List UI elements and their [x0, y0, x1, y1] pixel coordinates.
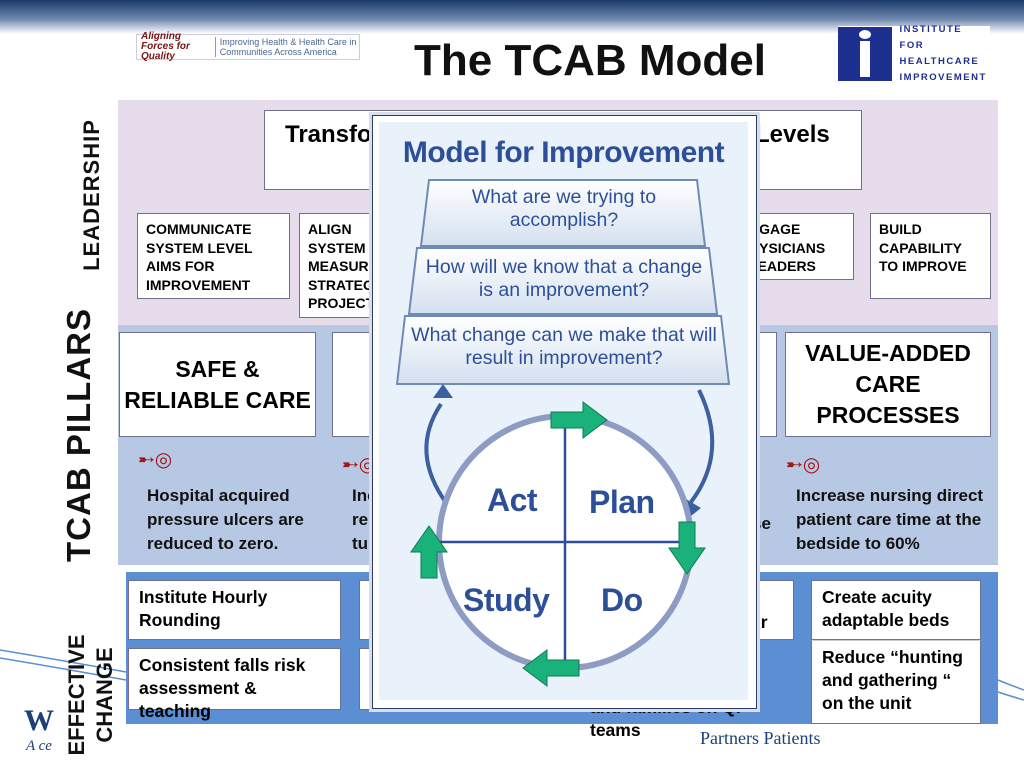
- left-curved-arrow: [424, 402, 449, 506]
- question-step-2: [407, 247, 719, 315]
- ihi-line-3: Improvement: [899, 72, 987, 83]
- ihi-line-2: Healthcare: [899, 56, 980, 67]
- outcome-item: Inc re tur: [352, 486, 377, 553]
- outcome-item: Hospital acquired pressure ulcers are re…: [147, 486, 304, 553]
- ihi-mark-icon: [838, 27, 892, 81]
- aligning-forces-logo: Aligning Forces for Quality Improving He…: [136, 31, 360, 62]
- footer-left-logo: W: [24, 704, 54, 737]
- effective-change-label: EFFECTIVE CHANGE: [64, 634, 117, 756]
- pillar-safe-reliable-care: SAFE & RELIABLE CARE: [119, 332, 316, 437]
- target-icon: ➸◎: [138, 449, 173, 471]
- question-aim: What are we trying to accomplish?: [471, 186, 657, 231]
- green-arrow-left-icon: [522, 649, 580, 687]
- pdsa-do-label: Do: [601, 582, 643, 618]
- page-title: The TCAB Model: [414, 36, 766, 85]
- pdsa-study-label: Study: [463, 582, 550, 618]
- question-measure: How will we know that a change is an imp…: [425, 256, 703, 301]
- footer-left-logo-sub: A ce: [26, 738, 52, 754]
- ihi-logo-text: Institute for Healthcare Improvement: [900, 22, 990, 86]
- right-curved-arrow: [689, 389, 715, 504]
- model-for-improvement-inner: Model for Improvement What are we trying…: [379, 122, 748, 700]
- leadership-item: NGAGE HYSICIANS LEADERS: [740, 213, 854, 280]
- ihi-line-1: Institute for: [899, 24, 963, 51]
- pillar-value-added-care: VALUE-ADDED CARE PROCESSES: [785, 332, 991, 437]
- change-item: Create acuity adaptable beds: [811, 580, 981, 640]
- tcab-pillars-label: TCAB PILLARS: [60, 308, 97, 562]
- partners-patients-logo: Partners Patients: [700, 728, 821, 748]
- leadership-item: BUILD CAPABILITY TO IMPROVE: [870, 213, 991, 299]
- green-arrow-down-icon: [668, 521, 706, 575]
- question-step-1: [419, 179, 707, 247]
- pdsa-plan-label: Plan: [589, 484, 655, 520]
- question-change: What change can we make that will result…: [411, 324, 717, 369]
- change-item: Institute Hourly Rounding: [128, 580, 341, 640]
- change-item: Consistent falls risk assessment & teach…: [128, 648, 341, 721]
- pdsa-act-label: Act: [487, 482, 538, 518]
- change-item: Reduce “hunting and gathering “ on the u…: [811, 640, 981, 724]
- target-icon: ➸◎: [786, 454, 821, 476]
- green-arrow-right-icon: [550, 401, 608, 439]
- afq-logo-sub: Improving Health & Health Care in Commun…: [214, 37, 359, 57]
- leadership-item: COMMUNICATE SYSTEM LEVEL AIMS FOR IMPROV…: [137, 213, 290, 299]
- model-title: Model for Improvement: [402, 136, 725, 169]
- model-diagram-graphics: [395, 179, 731, 687]
- target-icon: ➸◎: [342, 454, 377, 476]
- left-arrow-head-icon: [433, 384, 453, 398]
- leadership-label: LEADERSHIP: [79, 119, 104, 271]
- model-for-improvement-panel: Model for Improvement What are we trying…: [372, 115, 757, 709]
- transform-text-right: Levels: [755, 121, 830, 148]
- green-arrow-up-icon: [410, 525, 448, 579]
- outcome-item: Increase nursing direct patient care tim…: [796, 486, 984, 553]
- decorative-swoosh: [0, 649, 1024, 701]
- question-step-3: [395, 315, 731, 385]
- afq-logo-main: Aligning Forces for Quality: [141, 31, 190, 62]
- ihi-logo: Institute for Healthcare Improvement: [838, 24, 990, 83]
- transform-text-left: Transfo: [285, 121, 372, 148]
